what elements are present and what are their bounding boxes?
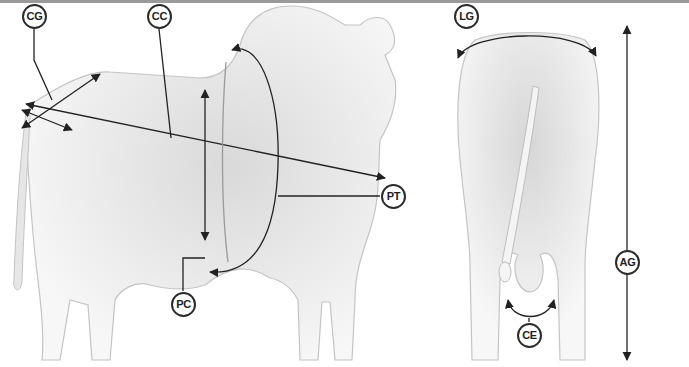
callout-label: CG bbox=[27, 11, 43, 22]
callout-circle: CC bbox=[147, 4, 172, 29]
chest-depth-arrow bbox=[204, 90, 205, 240]
cow-side-silhouette bbox=[26, 6, 395, 360]
rump-width-arrow bbox=[458, 36, 596, 58]
tail-tuft bbox=[499, 262, 511, 282]
callout-label: AG bbox=[620, 257, 636, 268]
leader-line bbox=[528, 318, 529, 322]
heart-girth-back bbox=[223, 62, 229, 262]
cow-tail bbox=[14, 112, 30, 290]
callout-circle: LG bbox=[454, 4, 479, 29]
heart-girth-arrow bbox=[210, 49, 278, 272]
callout-circle: CE bbox=[517, 323, 542, 348]
top-bar bbox=[0, 0, 689, 3]
leader-line bbox=[278, 195, 380, 196]
callout-label: CC bbox=[152, 11, 167, 22]
leader-line bbox=[183, 258, 205, 291]
callout-circle: PT bbox=[381, 184, 406, 209]
callout-label: CE bbox=[522, 330, 537, 341]
leader-line bbox=[34, 29, 52, 100]
croup-length-arrow bbox=[22, 74, 100, 128]
callout-label: PT bbox=[387, 191, 400, 202]
leader-line bbox=[159, 29, 171, 138]
croup-width-arrow bbox=[22, 110, 72, 130]
callout-circle: AG bbox=[615, 250, 640, 275]
cow-rear-silhouette bbox=[458, 33, 599, 361]
callout-circle: PC bbox=[171, 292, 196, 317]
callout-circle: CG bbox=[22, 4, 47, 29]
callout-label: LG bbox=[459, 11, 474, 22]
callout-label: PC bbox=[176, 299, 191, 310]
scrotal-circumference-arrow bbox=[508, 300, 554, 317]
rear-tail bbox=[502, 86, 539, 264]
height-arrow bbox=[626, 26, 627, 360]
